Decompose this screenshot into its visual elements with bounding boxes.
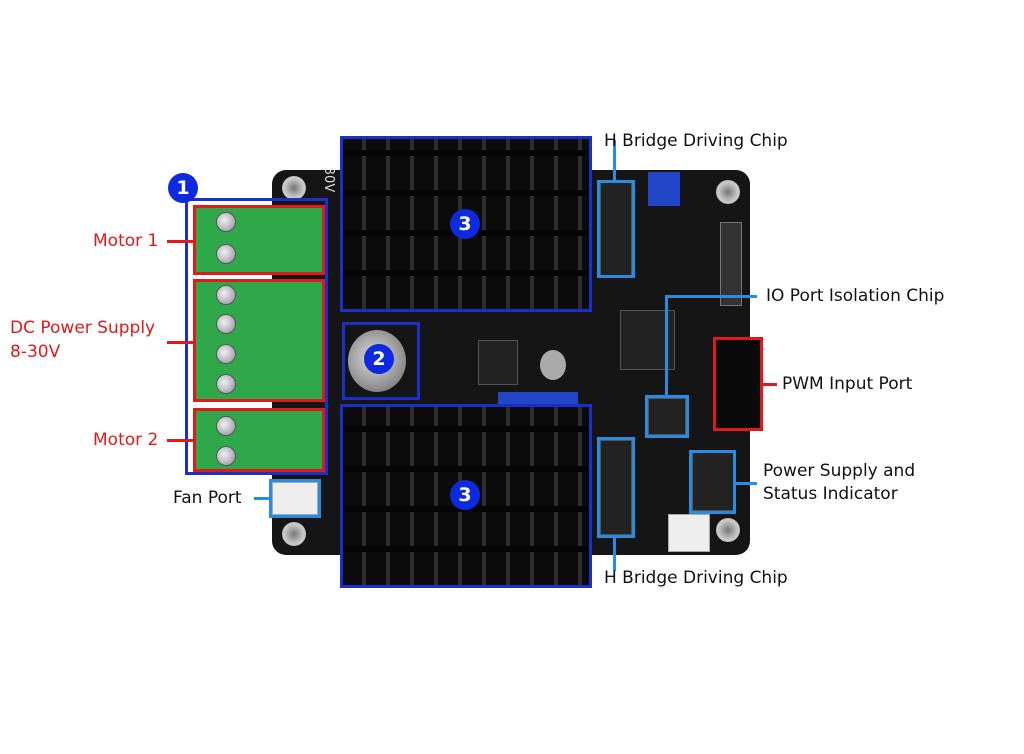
motor1-terminal-box: [193, 205, 325, 275]
fan-connector: [272, 482, 318, 515]
label-motor1: Motor 1: [93, 231, 159, 251]
h-bridge-bottom-box: [597, 437, 635, 538]
label-power-status: Power Supply and: [763, 461, 916, 481]
power-terminal-box: [193, 279, 325, 402]
leader-line: [613, 140, 616, 181]
mounting-hole: [716, 518, 740, 542]
board-silkscreen: 30V: [321, 166, 337, 193]
label-dc-power: DC Power Supply: [10, 318, 156, 338]
marker-3: 3: [450, 480, 480, 510]
capacitor-region-box: [342, 322, 420, 400]
h-bridge-top-box: [597, 180, 635, 278]
label-dc-voltage: 8-30V: [10, 342, 61, 362]
marker-3: 3: [450, 209, 480, 239]
screw: [216, 446, 236, 466]
pwm-port-box: [713, 337, 763, 431]
leader-line: [735, 482, 757, 485]
heatsink-region-box: [340, 404, 592, 588]
screw: [216, 416, 236, 436]
marker-2: 2: [364, 344, 394, 374]
leader-line: [167, 240, 194, 243]
label-io-isolation: IO Port Isolation Chip: [766, 286, 945, 306]
io-isolation-chip: [648, 398, 686, 435]
label-h-bridge-top: H Bridge Driving Chip: [604, 131, 788, 151]
heatsink-top: [342, 138, 590, 310]
leader-line: [762, 383, 777, 386]
label-h-bridge-bottom: H Bridge Driving Chip: [604, 568, 788, 588]
heatsink-bottom: [342, 406, 590, 586]
h-bridge-chip: [600, 182, 632, 276]
io-isolation-box: [645, 395, 689, 438]
heatsink-region-box: [340, 136, 592, 312]
status-leds: [692, 452, 734, 511]
screw: [216, 244, 236, 264]
mounting-hole: [716, 180, 740, 204]
label-pwm-input: PWM Input Port: [782, 374, 913, 394]
leader-line: [665, 295, 668, 396]
leader-line: [665, 295, 757, 298]
marker-1: 1: [168, 173, 198, 203]
mounting-hole: [282, 522, 306, 546]
potentiometer: [648, 172, 680, 206]
leader-line: [254, 497, 270, 500]
terminal-region-box: [185, 198, 328, 475]
motor2-terminal-box: [193, 408, 325, 472]
label-status-indicator: Status Indicator: [763, 484, 898, 504]
pwm-header: [716, 340, 760, 428]
connector: [668, 514, 710, 552]
screw: [216, 212, 236, 232]
small-capacitor: [540, 350, 566, 380]
leader-line: [167, 341, 194, 344]
mounting-hole: [282, 176, 306, 200]
leader-line: [613, 537, 616, 571]
screw: [216, 374, 236, 394]
power-status-box: [689, 450, 736, 514]
inductor: [478, 340, 518, 385]
screw: [216, 344, 236, 364]
board-part: [498, 392, 578, 404]
label-motor2: Motor 2: [93, 430, 159, 450]
pin-header: [720, 222, 742, 306]
fan-port-box: [269, 479, 321, 518]
screw: [216, 314, 236, 334]
label-fan-port: Fan Port: [173, 488, 242, 508]
h-bridge-chip: [600, 440, 632, 535]
leader-line: [167, 439, 194, 442]
screw: [216, 285, 236, 305]
